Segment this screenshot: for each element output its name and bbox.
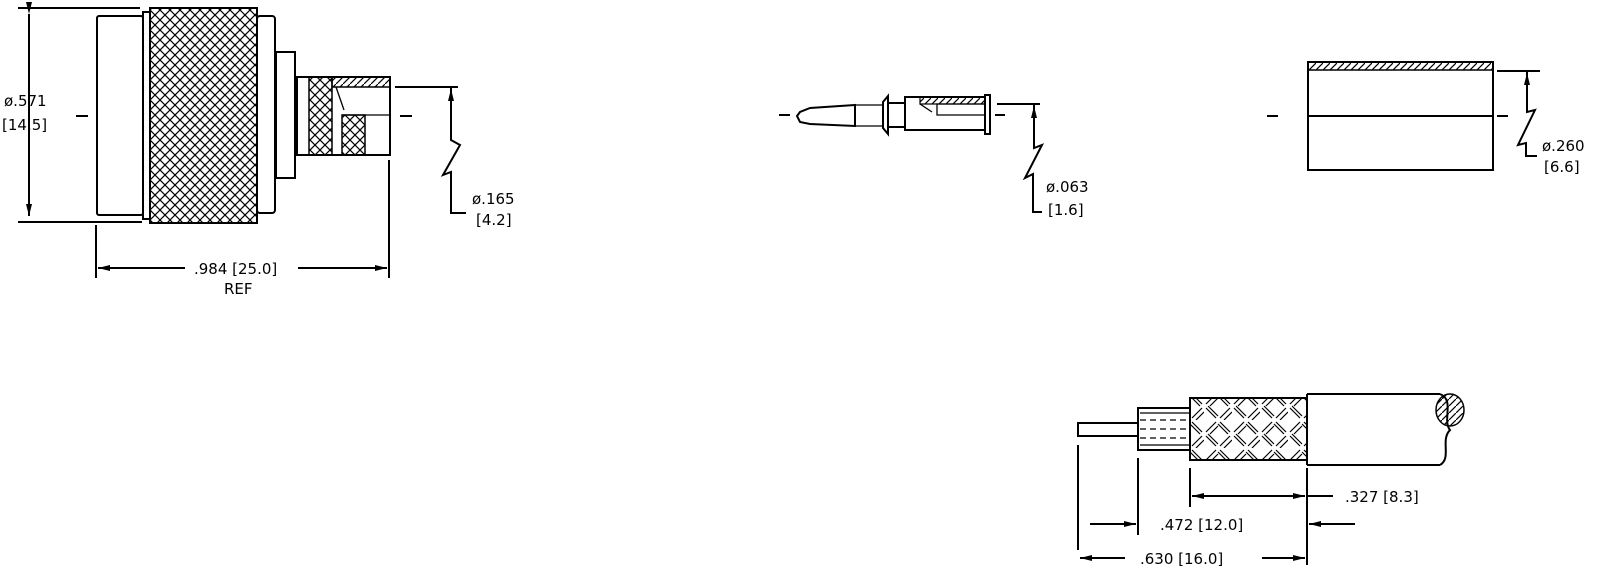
dielectric-length: .472 [12.0] [1160, 516, 1243, 534]
braid [1189, 397, 1308, 461]
ferrule-view: ø.260 [6.6] [1267, 61, 1585, 176]
overall-length: .630 [16.0] [1140, 550, 1223, 568]
length-dim: .984 [25.0] [194, 260, 277, 278]
ferrule-dia-mm: [6.6] [1544, 158, 1580, 176]
contact-dia-in: ø.063 [1046, 178, 1089, 196]
knurled-nut [149, 7, 258, 224]
contact-pin-view: ø.063 [1.6] [779, 93, 1089, 219]
ferrule-dia-in: ø.260 [1542, 137, 1585, 155]
pin-dia-mm: [4.2] [476, 211, 512, 229]
connector-dia-mm: [14.5] [2, 116, 47, 134]
contact-dia-mm: [1.6] [1048, 201, 1084, 219]
braid-length: .327 [8.3] [1345, 488, 1419, 506]
pin-dia-in: ø.165 [472, 190, 515, 208]
cable-strip-view: .327 [8.3] .472 [12.0] .630 [16.0] [1077, 393, 1465, 568]
connector-view: ø.571 [14.5] ø.165 [4.2] .984 [25.0] REF [2, 2, 515, 298]
connector-dia-in: ø.571 [4, 92, 47, 110]
ref-note: REF [224, 280, 253, 298]
